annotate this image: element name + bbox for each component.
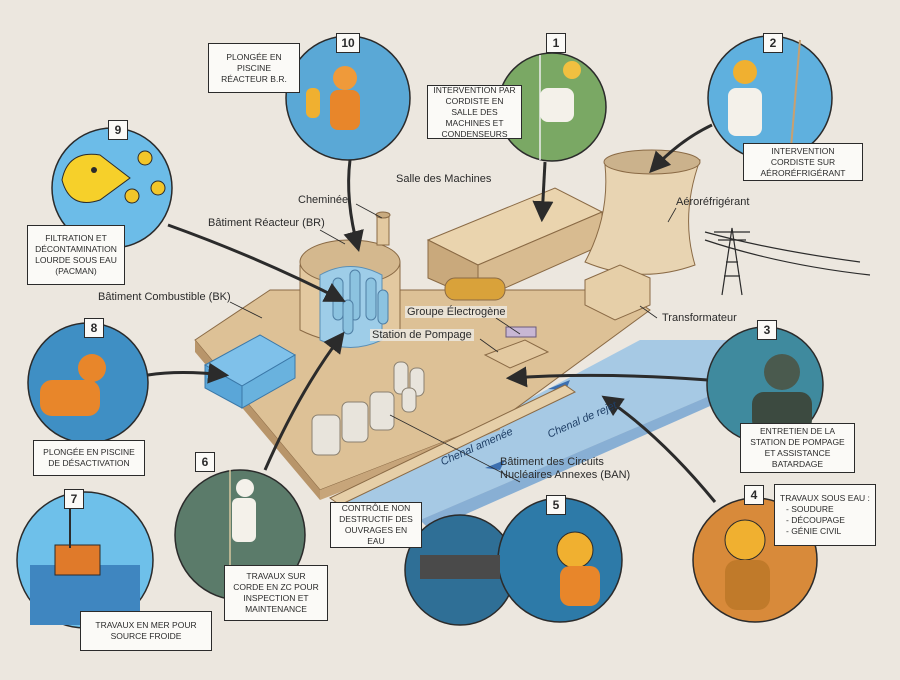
callout-7: Travaux en mer pour source froide (80, 611, 212, 651)
callout-10: Plongée en piscine réacteur B.R. (208, 43, 300, 93)
badge-7: 7 (64, 489, 84, 509)
ban-tanks (311, 361, 425, 456)
pointer-arrows (147, 123, 717, 503)
label-ban: Bâtiment des Circuits Nucléaires Annexes… (500, 456, 631, 481)
arrow-6 (263, 331, 345, 471)
badge-3: 3 (757, 320, 777, 340)
pumping-station (483, 339, 550, 369)
label-groupe-electrogene: Groupe Électrogène (405, 306, 508, 318)
callout-4-item-2: - Découpage (786, 515, 845, 525)
callout-5: Contrôle non destructif des ouvrages en … (330, 502, 422, 548)
callout-4-item-1: - Soudure (786, 504, 834, 514)
transformer-box (584, 264, 651, 321)
label-salle-machines: Salle des Machines (396, 173, 492, 185)
badge-8: 8 (84, 318, 104, 338)
arrow-9 (167, 223, 346, 302)
arrow-3 (505, 366, 709, 388)
arrow-8 (147, 362, 230, 384)
badge-4: 4 (744, 485, 764, 505)
callout-8: Plongée en piscine de désactivation (33, 440, 145, 476)
label-station-pompage: Station de Pompage (370, 329, 474, 341)
label-transformateur: Transformateur (662, 312, 737, 324)
arrow-10 (343, 159, 364, 253)
badge-9: 9 (108, 120, 128, 140)
callout-9: Filtration et décontamination lourde sou… (27, 225, 125, 285)
callout-1: Intervention par cordiste en salle des m… (427, 85, 522, 139)
turbine (444, 277, 506, 301)
callout-4: Travaux sous eau : - Soudure - Découpage… (774, 484, 876, 546)
callout-6: Travaux sur corde en ZC pour inspection … (224, 565, 328, 621)
callout-4-title: Travaux sous eau : (780, 493, 870, 503)
callout-4-item-3: - Génie civil (786, 526, 842, 536)
channel-arrow-out (485, 460, 505, 470)
pylon (704, 227, 871, 296)
badge-5: 5 (546, 495, 566, 515)
generator (505, 326, 537, 338)
scene-2 (707, 35, 833, 161)
channel-water-2 (420, 385, 735, 530)
arrow-4 (601, 395, 717, 503)
badge-1: 1 (546, 33, 566, 53)
callout-2: Intervention cordiste sur aéroréfrigéran… (743, 143, 863, 181)
label-cheminee: Cheminée (298, 194, 349, 206)
channel-water (330, 340, 735, 520)
label-leaders (229, 203, 677, 483)
badge-10: 10 (336, 33, 360, 53)
label-batiment-reacteur: Bâtiment Réacteur (BR) (208, 217, 325, 229)
scene-figures (30, 39, 812, 625)
label-aerorefrigerant: Aéroréfrigérant (676, 196, 750, 208)
callout-3: Entretien de la station de pompage et as… (740, 423, 855, 473)
arrow-1 (532, 161, 554, 223)
cooling-tower-rim (603, 149, 701, 175)
arrow-2 (649, 123, 713, 174)
chimney (376, 214, 390, 246)
badge-6: 6 (195, 452, 215, 472)
label-batiment-combustible: Bâtiment Combustible (BK) (98, 291, 231, 303)
badge-2: 2 (763, 33, 783, 53)
